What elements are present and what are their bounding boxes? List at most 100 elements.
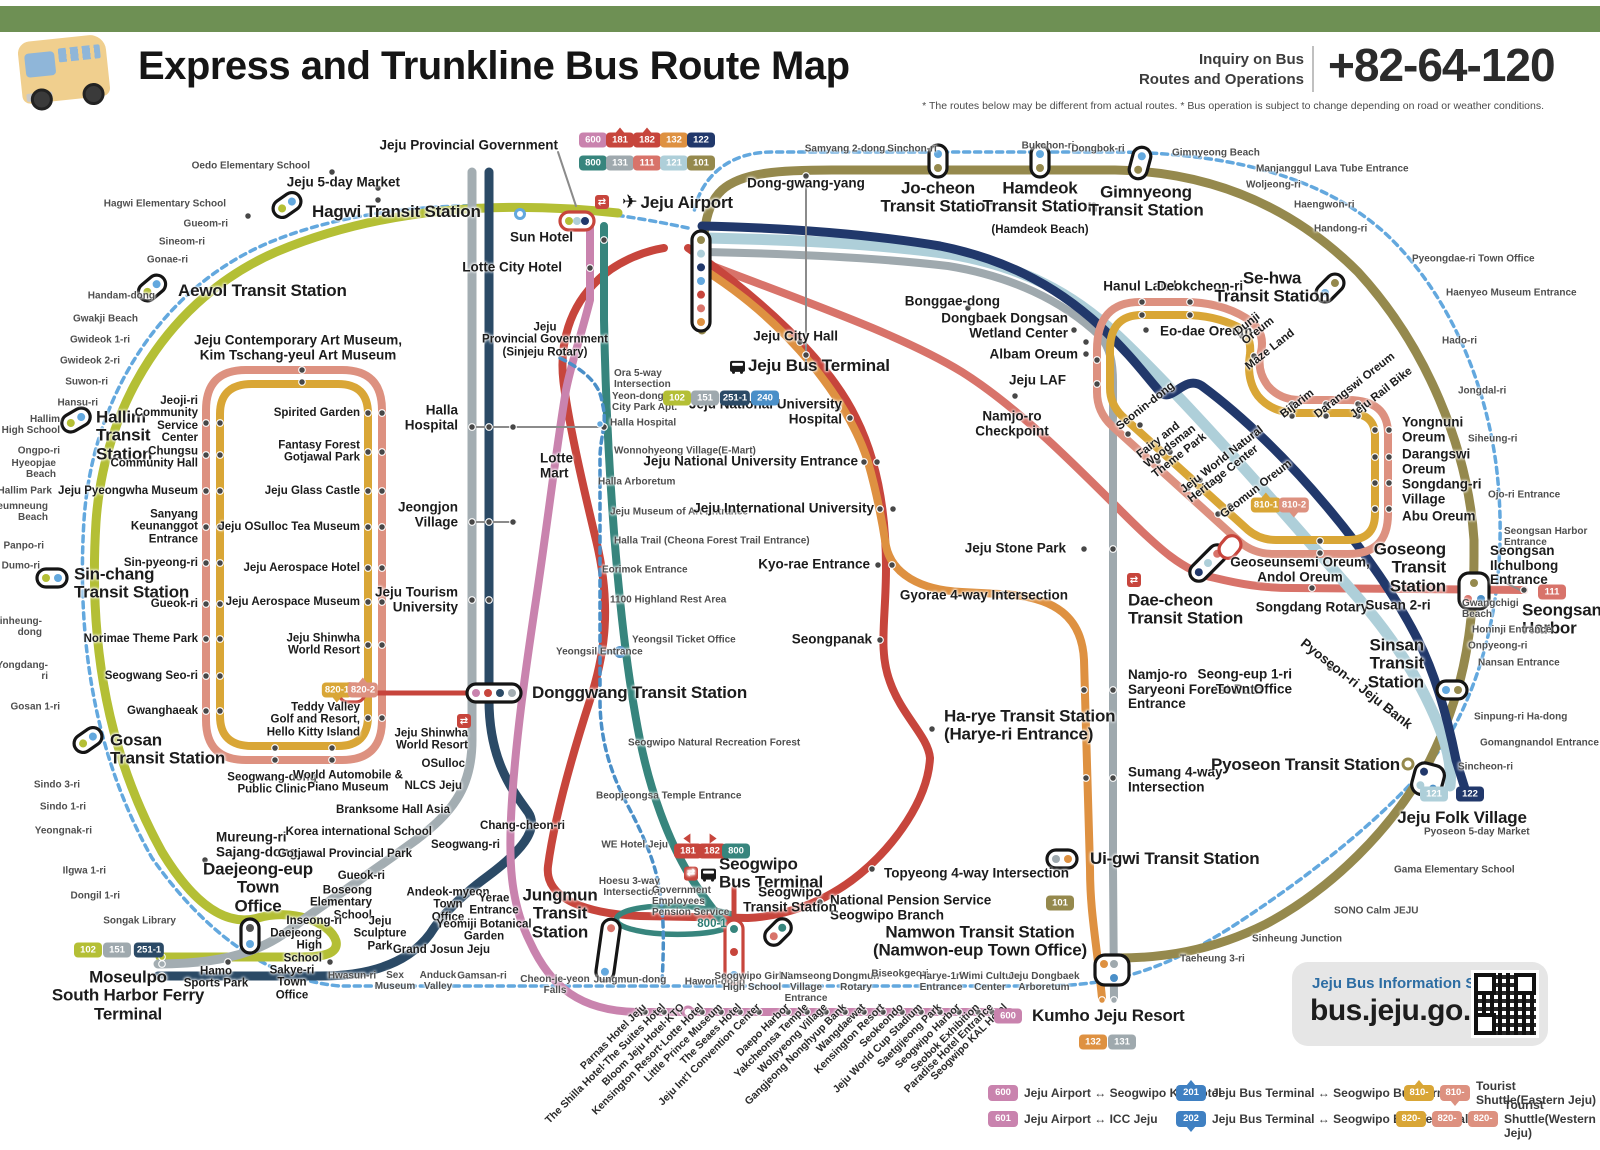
map-label: 800-1 bbox=[697, 918, 726, 930]
map-label: Lotte City Hotel bbox=[462, 260, 562, 276]
map-label-text: Namseong Village Entrance bbox=[780, 970, 832, 1004]
map-label: Moseulpo South Harbor Ferry Terminal bbox=[52, 968, 204, 1023]
stop-dot bbox=[955, 1008, 963, 1016]
map-label-text: Jeju Bus Terminal bbox=[748, 355, 890, 375]
map-label-text: Hansu-ri bbox=[57, 397, 98, 409]
badge-arrow-right bbox=[709, 833, 722, 844]
map-label-text: Hallim Transit Station bbox=[96, 407, 153, 464]
map-label: Gotjawal Provincial Park bbox=[278, 848, 412, 860]
stop-dot bbox=[1385, 479, 1393, 487]
map-label: Ha-rye Transit Station (Harye-ri Entranc… bbox=[944, 707, 1116, 745]
map-label: Geumneung Beach bbox=[0, 501, 48, 524]
map-label-text: Jeju Folk Village bbox=[1397, 807, 1527, 827]
map-label-text: Sinpung-ri Ha-dong bbox=[1474, 711, 1568, 723]
map-label: Sex Museum bbox=[374, 970, 416, 993]
map-label: Jo-cheon Transit Station bbox=[880, 179, 995, 217]
transit-station-marker bbox=[1093, 953, 1131, 987]
stop-dot bbox=[802, 351, 810, 359]
map-label-text: Mureung-ri Sajang-dong bbox=[216, 829, 298, 859]
transfer-icon: ⇄ bbox=[1127, 573, 1141, 587]
map-label: Seogwipo Girls' High School bbox=[714, 971, 789, 994]
map-label: Siheung-ri bbox=[1468, 434, 1517, 446]
map-label: Hyeopjae Beach bbox=[12, 458, 56, 481]
map-label: Gwangchigi Beach bbox=[1462, 598, 1519, 621]
legend-text: Tourist Shuttle(Eastern Jeju) bbox=[1476, 1079, 1597, 1107]
map-label: Chang-cheon-ri bbox=[480, 820, 565, 832]
stop-dot bbox=[271, 744, 279, 752]
stop-dot bbox=[698, 1008, 706, 1016]
map-label-text: Seong-eup 1-ri Town Office bbox=[1197, 666, 1292, 696]
map-label-text: Gosan 1-ri bbox=[10, 701, 60, 713]
map-label-text: Andeok-myeon Town Office bbox=[406, 886, 490, 924]
map-label-text: Jeju Dongbaek Arboretum bbox=[1008, 971, 1080, 993]
stop-dot bbox=[202, 419, 210, 427]
map-label-text: 800-1 bbox=[697, 917, 727, 930]
map-label-text: Sineom-ri bbox=[158, 236, 205, 248]
map-label: Jeju National University Entrance bbox=[643, 454, 858, 470]
stop-dot bbox=[1385, 426, 1393, 434]
map-label-text: Dongil 1-ri bbox=[70, 890, 120, 902]
map-label-text: Jeju OSulloc Tea Museum bbox=[218, 520, 360, 533]
route-badge-121: 121 bbox=[660, 155, 688, 171]
map-label-text: Jeju Provincial Government (Sinjeju Rota… bbox=[482, 321, 608, 359]
stop-dot bbox=[216, 707, 224, 715]
stop-dot bbox=[1385, 505, 1393, 513]
map-label-text: Donggwang Transit Station bbox=[532, 682, 748, 702]
map-label-text: Topyeong 4-way Intersection bbox=[884, 865, 1070, 881]
map-label: Goseong Transit Station bbox=[1374, 540, 1446, 595]
stop-dot bbox=[364, 409, 372, 417]
stop-dot bbox=[1196, 476, 1204, 484]
route-badge-820-1: 820-1 bbox=[321, 682, 353, 703]
stop-dot bbox=[558, 348, 566, 356]
map-label: Andeok-myeon Town Office bbox=[406, 886, 489, 923]
map-label-text: Wonnohyeong Village(E-Mart) bbox=[614, 445, 756, 457]
map-label-text: Gueok-ri bbox=[337, 869, 385, 882]
map-label: Dongmun Rotary bbox=[833, 971, 880, 994]
map-label: Sanyang Keunanggot Entrance bbox=[131, 508, 198, 545]
map-label-text: Nansan Entrance bbox=[1478, 657, 1560, 669]
route-251-1 bbox=[153, 167, 536, 981]
map-label-text: Hallim High School bbox=[1, 414, 60, 436]
map-label-text: National Pension Service Seogwipo Branch bbox=[830, 892, 992, 922]
transit-station-marker bbox=[271, 190, 303, 220]
bus-info-url[interactable]: bus.jeju.go.kr bbox=[1310, 994, 1499, 1027]
map-label-text: Jeju Aerospace Hotel bbox=[243, 561, 360, 574]
stop-dot bbox=[802, 172, 810, 180]
leader-provgov bbox=[557, 151, 577, 207]
map-label-text: Jeju Glass Castle bbox=[264, 484, 360, 497]
map-label-text: Jeju Provincial Government bbox=[379, 137, 558, 153]
map-label: Jeoji-ri Community Service Center bbox=[135, 395, 198, 445]
map-label: OSulloc bbox=[422, 758, 465, 770]
map-label: Hwasun-ri bbox=[328, 971, 376, 983]
header-divider bbox=[1312, 46, 1314, 92]
map-label-text: Halla Trail (Cheona Forest Trail Entranc… bbox=[614, 535, 810, 547]
map-label: Hallim Park bbox=[0, 486, 52, 498]
map-label-text: Sindo 1-ri bbox=[39, 801, 86, 813]
stop-dot bbox=[1316, 537, 1324, 545]
map-label: Manjanggul Lava Tube Entrance bbox=[1256, 164, 1409, 176]
stop-dot bbox=[378, 598, 386, 606]
stop-dot bbox=[1385, 453, 1393, 461]
map-label: Jungmun Transit Station bbox=[522, 886, 597, 941]
map-label-text: Seogwang-dong Public Clinic bbox=[227, 771, 317, 796]
map-label: Anduck Valley bbox=[420, 970, 457, 993]
stop-dot bbox=[1138, 311, 1146, 319]
transit-station-marker bbox=[1457, 571, 1491, 611]
route-badge-102: 102 bbox=[74, 942, 102, 958]
stop-dot bbox=[784, 1008, 792, 1016]
map-label: Onpyeong-ri bbox=[1468, 641, 1527, 653]
map-label-text: Suwon-ri bbox=[65, 376, 108, 388]
route-badge-102: 102 bbox=[663, 390, 691, 406]
stop-dot bbox=[874, 561, 882, 569]
stop-dot bbox=[1166, 448, 1174, 456]
map-label: Hagwi Transit Station bbox=[312, 202, 481, 221]
map-label: Oedo Elementary School bbox=[192, 161, 310, 173]
stop-dot bbox=[202, 672, 210, 680]
stop-dot bbox=[364, 641, 372, 649]
map-label-text: Sex Museum bbox=[374, 970, 416, 992]
map-label: Jongdal-ri bbox=[1458, 386, 1506, 398]
map-label-text: Harye-1ri Entrance bbox=[919, 971, 963, 993]
stop-dot bbox=[1082, 774, 1090, 782]
stop-dot bbox=[889, 505, 897, 513]
route-111 bbox=[698, 258, 1528, 594]
